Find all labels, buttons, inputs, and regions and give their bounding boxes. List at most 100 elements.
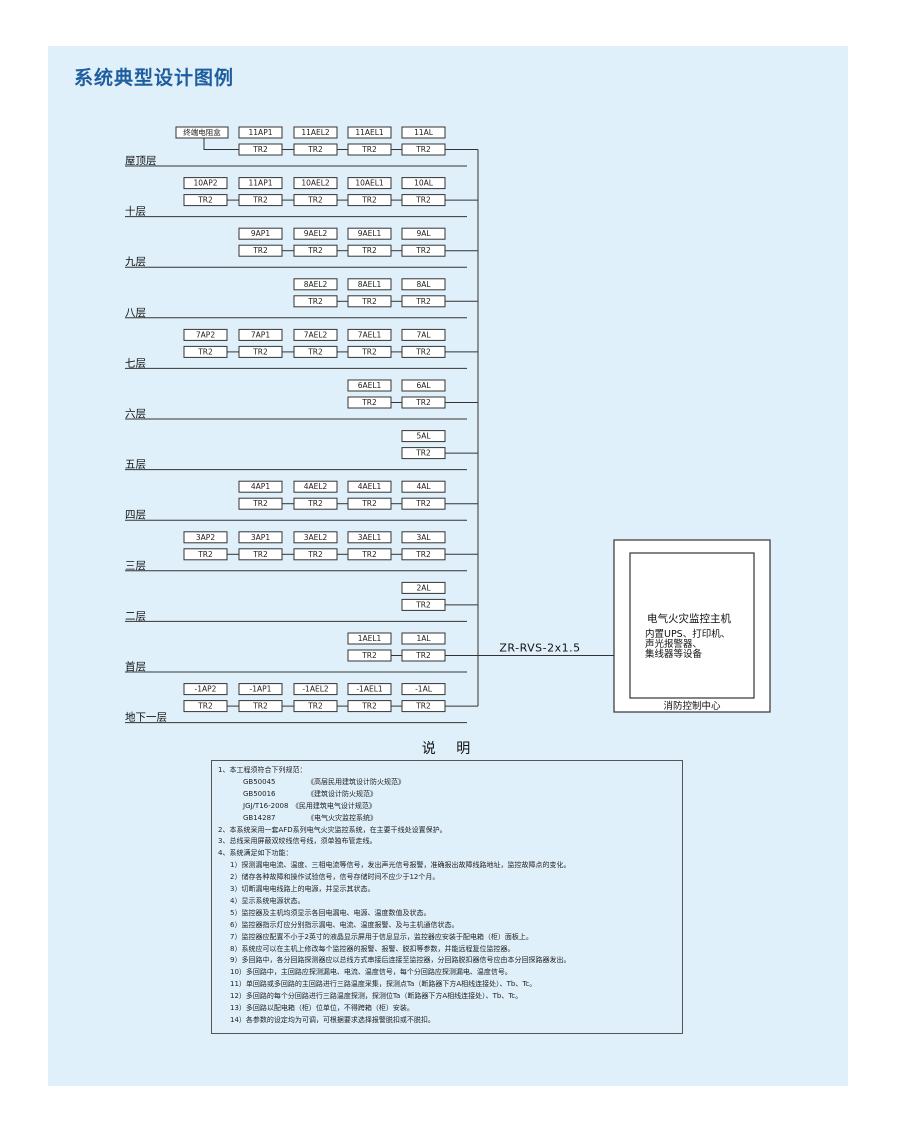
floor-label: 屋顶层	[125, 155, 157, 167]
note-line: 3）切断漏电电线路上的电源，并显示其状态。	[230, 885, 375, 893]
device-box	[401, 581, 446, 594]
device-box	[183, 531, 228, 544]
tr2-label: TR2	[197, 702, 213, 711]
tr2-label: TR2	[307, 347, 323, 356]
device-label: 4AEL2	[304, 482, 328, 491]
device-box	[183, 683, 228, 696]
device-box	[347, 227, 392, 240]
tr2-label: TR2	[415, 651, 431, 660]
floor-label: 八层	[125, 307, 146, 319]
device-box	[401, 328, 446, 341]
note-line: GB14287 《电气火灾监控系统》	[243, 813, 377, 822]
device-label: -1AEL2	[302, 685, 329, 694]
tr2-label: TR2	[361, 297, 377, 306]
device-box	[175, 126, 229, 139]
tr2-label: TR2	[252, 347, 268, 356]
tr2-label: TR2	[361, 499, 377, 508]
tr2-label: TR2	[307, 196, 323, 205]
device-label: 11AEL1	[355, 128, 384, 137]
floor-label: 首层	[125, 660, 146, 673]
floor-label: 四层	[125, 509, 146, 521]
note-line: JGJ/T16-2008 《民用建筑电气设计规范》	[243, 801, 376, 810]
note-line: 2）储存各种故障和操作试验信号，信号存储时间不应少于12个月。	[230, 873, 440, 882]
device-box	[347, 531, 392, 544]
tr2-label: TR2	[307, 702, 323, 711]
device-box	[293, 278, 338, 291]
device-box	[401, 227, 446, 240]
device-box	[401, 379, 446, 392]
device-label: 1AEL1	[358, 634, 382, 643]
device-box	[293, 227, 338, 240]
tr2-label: TR2	[197, 196, 213, 205]
device-label: -1AL	[415, 685, 433, 694]
tr2-label: TR2	[415, 499, 431, 508]
device-label: -1AP2	[195, 685, 217, 694]
device-box	[238, 328, 283, 341]
tr2-label: TR2	[415, 347, 431, 356]
note-line: 6）监控器指示灯应分别指示漏电、电流、温度报警、及与主机通信状态。	[230, 920, 459, 929]
tr2-label: TR2	[361, 196, 377, 205]
tr2-label: TR2	[361, 347, 377, 356]
device-label: 8AEL1	[358, 280, 382, 289]
notes-box: 1、本工程须符合下列规范：GB50045 《高层民用建筑设计防火规范》GB500…	[211, 760, 683, 1034]
tr2-label: TR2	[415, 702, 431, 711]
device-box	[293, 126, 338, 139]
device-label: 3AEL1	[358, 533, 382, 542]
note-line: 9）多回路中，各分回路探测器应以总线方式串接后连接至监控器，分回路脱扣器信号应由…	[230, 956, 571, 965]
note-line: 10）多回路中，主回路应探测漏电、电流、温度信号，每个分回路应探测漏电、温度信号…	[230, 968, 512, 977]
device-label: -1AEL1	[356, 685, 383, 694]
device-box	[347, 126, 392, 139]
floor-label: 九层	[125, 256, 146, 268]
floor-label: 六层	[125, 408, 146, 420]
device-box	[347, 632, 392, 645]
device-label: 6AL	[416, 381, 431, 390]
device-label: 11AEL2	[301, 128, 330, 137]
note-line: 3、总线采用屏蔽双绞线信号线，须单独布管走线。	[218, 837, 377, 846]
device-label: 9AEL2	[304, 229, 328, 238]
note-line: 5）监控器及主机均须显示各回电漏电、电源、温度数值及状态。	[230, 908, 431, 917]
page-title: 系统典型设计图例	[74, 67, 235, 89]
device-box	[238, 177, 283, 190]
tr2-label: TR2	[197, 550, 213, 559]
device-label: 5AL	[416, 432, 431, 441]
tr2-label: TR2	[252, 499, 268, 508]
device-label: 7AP2	[196, 330, 215, 339]
device-label: 10AP2	[194, 179, 218, 188]
device-box	[347, 278, 392, 291]
note-line: 13）多回路以配电箱（柜）位单位，不得跨箱（柜）安装。	[230, 1004, 414, 1012]
tr2-label: TR2	[307, 550, 323, 559]
note-line: GB50045 《高层民用建筑设计防火规范》	[243, 777, 405, 786]
floor-label: 五层	[125, 459, 146, 471]
device-box	[401, 683, 446, 696]
note-line: 1、本工程须符合下列规范：	[218, 766, 307, 774]
host-box	[629, 552, 755, 699]
floor-label: 三层	[125, 560, 146, 572]
device-label: 7AP1	[251, 330, 270, 339]
host-feature: 内置UPS、打印机、	[645, 628, 730, 640]
note-line: 12）多回路的每个分回路进行三路温度探测，探测位Ta（断路器下方A相线连接处）、…	[230, 992, 523, 1001]
tr2-label: TR2	[307, 145, 323, 154]
control-room-label: 消防控制中心	[663, 700, 721, 712]
device-box	[401, 177, 446, 190]
device-box	[293, 177, 338, 190]
note-line: 1）探测漏电电流、温度、三相电流等信号，发出声光信号报警，准确报出故障线路地址，…	[230, 861, 571, 870]
tr2-label: TR2	[307, 499, 323, 508]
device-box	[238, 480, 283, 493]
device-label: 6AEL1	[358, 381, 382, 390]
device-box	[401, 632, 446, 645]
device-label: 10AEL1	[355, 179, 384, 188]
device-label: 10AEL2	[301, 179, 330, 188]
device-label: 11AP1	[249, 179, 273, 188]
tr2-label: TR2	[415, 600, 431, 609]
device-label: 11AP1	[249, 128, 273, 137]
device-label: 3AP1	[251, 533, 270, 542]
device-label: 3AL	[416, 533, 431, 542]
device-label: 8AEL2	[304, 280, 328, 289]
tr2-label: TR2	[361, 246, 377, 255]
device-box	[347, 379, 392, 392]
floor-label: 二层	[125, 610, 146, 622]
terminal-link	[203, 138, 239, 150]
tr2-label: TR2	[252, 196, 268, 205]
tr2-label: TR2	[307, 246, 323, 255]
floor-label: 七层	[125, 357, 146, 369]
